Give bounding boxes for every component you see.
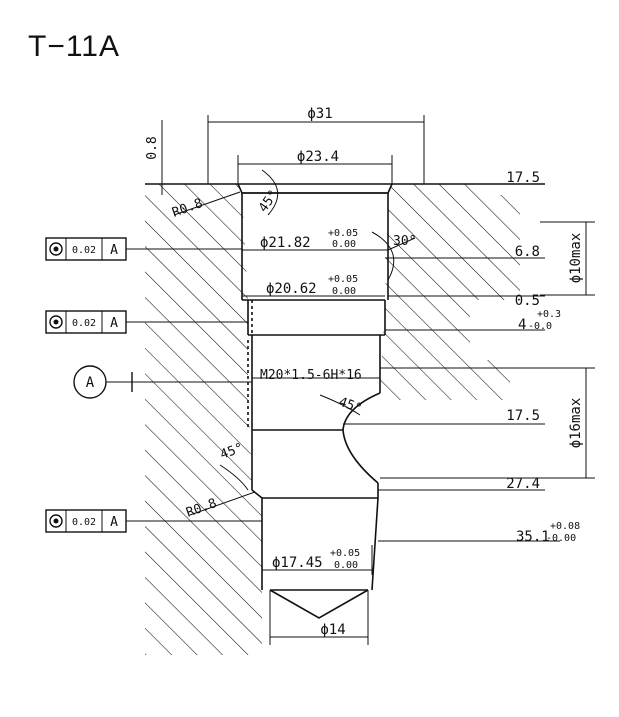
- depth-0-5: 0.5: [515, 293, 540, 309]
- dim-d23-4: [237, 155, 393, 184]
- svg-text:0.02: 0.02: [72, 517, 96, 528]
- svg-text:A: A: [110, 316, 118, 331]
- depth-17-5-mid: 17.5: [506, 408, 540, 424]
- depth-35-1: 35.1: [516, 529, 550, 545]
- depth-4: 4: [518, 317, 526, 333]
- depth-35-1-tol-lower: -0.00: [546, 533, 576, 544]
- concentricity-icon: [49, 315, 63, 329]
- svg-text:0.02: 0.02: [72, 318, 96, 329]
- concentricity-icon: [49, 242, 63, 256]
- radius-leaders: [173, 191, 256, 516]
- dim-d21-82-label: ϕ21.82: [260, 235, 311, 251]
- svg-text:A: A: [110, 515, 118, 530]
- depth-35-1-tol-upper: +0.08: [550, 521, 580, 532]
- svg-text:A: A: [86, 375, 95, 391]
- tolerance-frame-1: 0.02 A: [45, 237, 242, 261]
- cavity-outline: [237, 183, 393, 619]
- depth-4-tol-upper: +0.3: [537, 309, 561, 320]
- depth-6-8: 6.8: [515, 244, 540, 260]
- datum-a-symbol: A: [73, 365, 252, 399]
- depth-27-4: 27.4: [506, 476, 540, 492]
- dim-d23-4-label: ϕ23.4: [297, 149, 339, 165]
- tolerance-frame-2: 0.02 A: [45, 310, 248, 334]
- dim-d14: [269, 590, 369, 645]
- dim-d21-82-tol-lower: 0.00: [332, 239, 356, 250]
- dim-d17-45-tol-upper: +0.05: [330, 548, 360, 559]
- depth-4-tol-lower: -0.0: [528, 321, 552, 332]
- dim-d17-45-tol-lower: 0.00: [334, 560, 358, 571]
- dim-d10max-label: ϕ10max: [568, 233, 584, 284]
- dim-d16max-label: ϕ16max: [568, 398, 584, 449]
- material-hatch-right: [380, 184, 520, 400]
- dim-d17-45-label: ϕ17.45: [272, 555, 323, 571]
- dim-0-8-label: 0.8: [145, 136, 160, 159]
- dim-d21-82-tol-upper: +0.05: [328, 228, 358, 239]
- dim-d16max: [380, 367, 595, 479]
- thread-label: M20*1.5-6H*16: [260, 368, 362, 383]
- angle-arcs: [219, 169, 416, 491]
- drawing-title: T−11A: [28, 30, 120, 63]
- dim-d31-label: ϕ31: [307, 106, 332, 122]
- dim-d10max: [540, 221, 595, 296]
- material-hatch-left: [145, 184, 262, 655]
- angle-mid-label: 45°: [337, 395, 364, 417]
- tolerance-frame-3: 0.02 A: [45, 509, 262, 533]
- dim-d20-62-tol-upper: +0.05: [328, 274, 358, 285]
- depth-leaders: [343, 183, 560, 542]
- dim-d31: [207, 115, 425, 184]
- dim-d20-62-label: ϕ20.62: [266, 281, 317, 297]
- dim-d20-62-tol-lower: 0.00: [332, 286, 356, 297]
- svg-text:A: A: [110, 243, 118, 258]
- dim-d17-45: [261, 545, 373, 575]
- depth-17-5-top: 17.5: [506, 170, 540, 186]
- dim-0-8: [150, 120, 172, 195]
- svg-text:0.02: 0.02: [72, 245, 96, 256]
- angle-30-label: 30°: [393, 234, 416, 249]
- concentricity-icon: [49, 514, 63, 528]
- dim-d14-label: ϕ14: [320, 622, 345, 638]
